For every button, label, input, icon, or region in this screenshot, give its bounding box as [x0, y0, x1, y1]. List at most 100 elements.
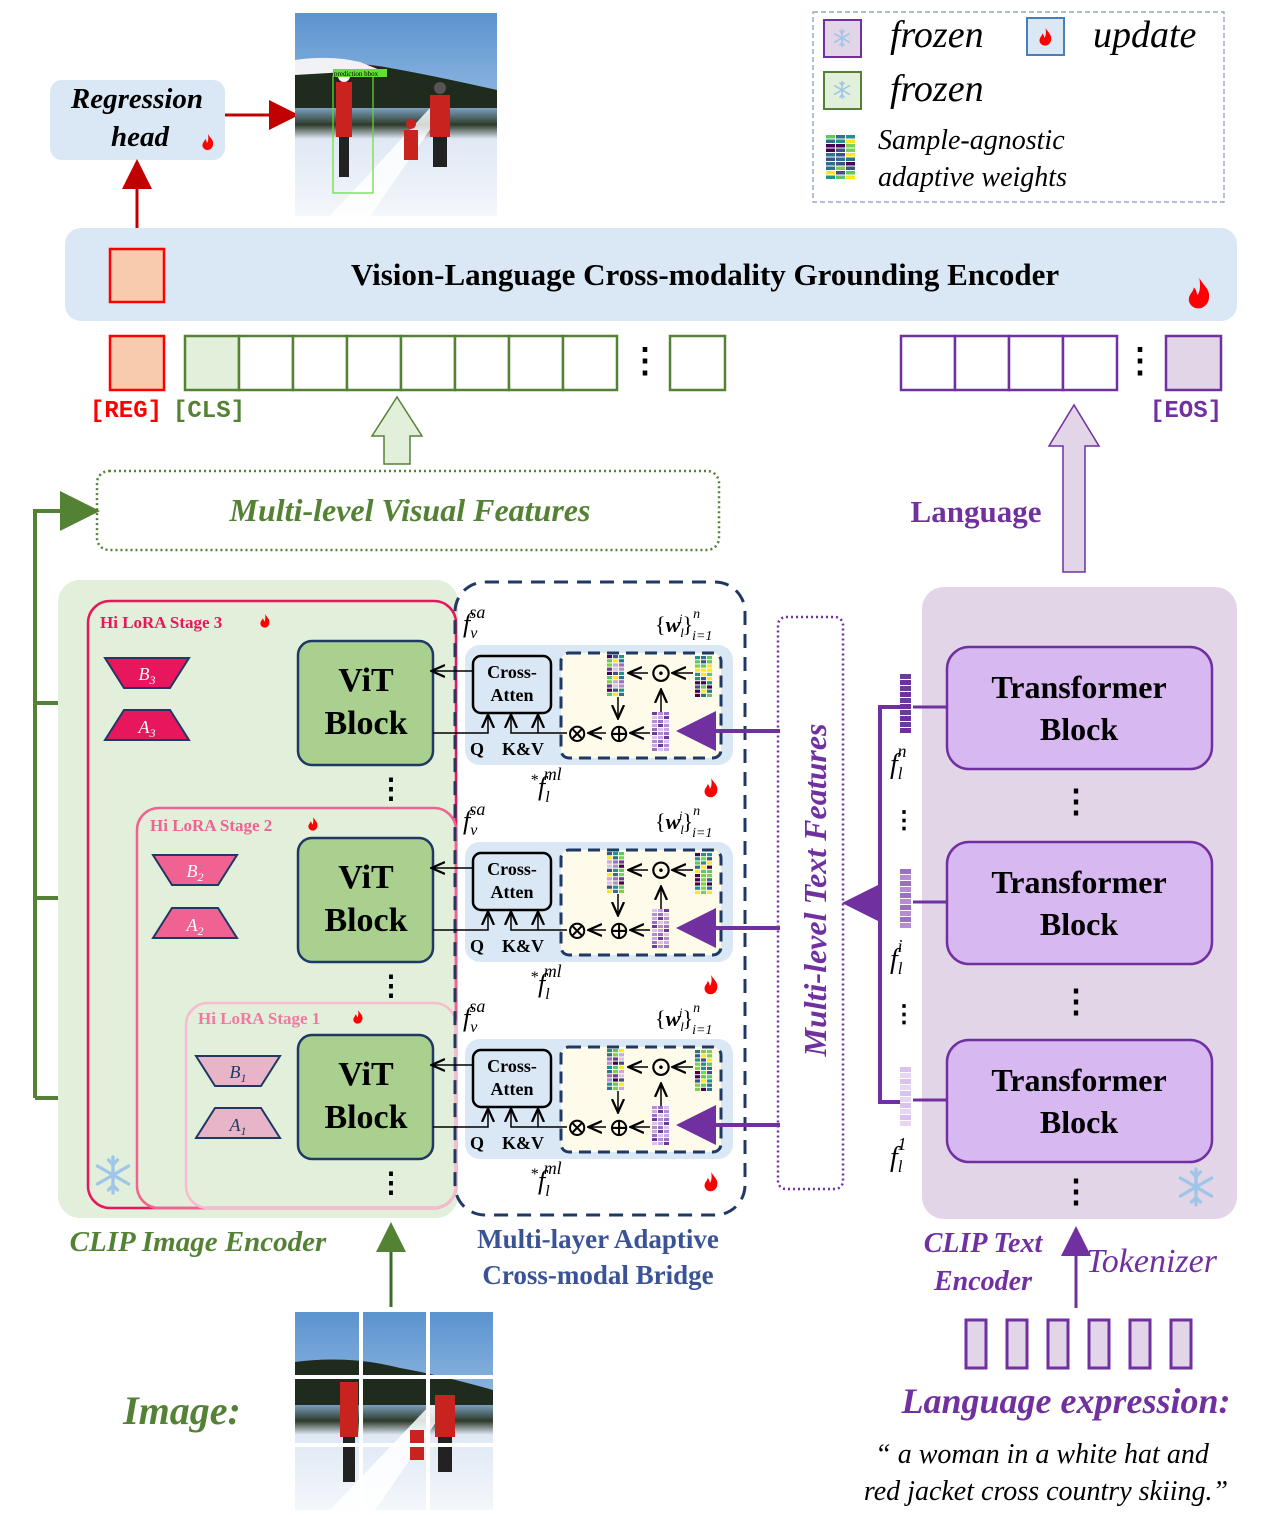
hadamard-op: ⊙	[649, 855, 672, 886]
weights-icon	[607, 655, 712, 751]
regression-head-line1: Regression	[70, 83, 203, 115]
hadamard-op: ⊙	[649, 658, 672, 689]
block-ellipsis: ⋮	[1060, 1173, 1092, 1209]
transformer-block	[945, 840, 1214, 966]
lora-b-matrix	[194, 1055, 282, 1087]
token-sequence: ⋮ [REG] [CLS] ⋮ [EOS]	[90, 334, 1223, 425]
grounding-encoder-title: Vision-Language Cross-modality Grounding…	[351, 257, 1059, 292]
image-input-label: Image:	[122, 1388, 241, 1433]
language-up-arrow	[1047, 403, 1101, 573]
word-token	[1128, 1318, 1152, 1370]
stage-title: Hi LoRA Stage 1	[198, 1009, 320, 1028]
q-label: Q	[470, 1133, 484, 1153]
language-expression-label: Language expression:	[900, 1381, 1230, 1421]
word-token	[964, 1318, 988, 1370]
visual-token	[399, 334, 457, 392]
f-l-ml-label: *flml	[530, 764, 562, 806]
transformer-block-line1: Transformer	[991, 1062, 1166, 1098]
reg-token	[108, 334, 166, 392]
kv-label: K&V	[502, 936, 544, 956]
regression-head-line2: head	[111, 121, 170, 153]
vit-block	[296, 639, 435, 767]
word-token	[1046, 1318, 1070, 1370]
word-token	[1005, 1318, 1029, 1370]
cross-atten-line2: Atten	[491, 1079, 534, 1099]
lora-b-matrix	[151, 854, 239, 886]
visual-up-arrow	[370, 395, 424, 465]
cross-atten-line1: Cross-	[487, 1056, 537, 1076]
f-v-sa-label: fvsa	[463, 996, 485, 1036]
legend-frozen-text: frozen	[890, 14, 984, 56]
q-label: Q	[470, 936, 484, 956]
cls-token-label: [CLS]	[173, 398, 245, 425]
vit-block-line1: ViT	[338, 1056, 394, 1093]
add-op: ⊕	[608, 916, 630, 945]
text-token-ellipsis: ⋮	[1123, 343, 1157, 380]
text-token	[1007, 334, 1065, 392]
transformer-block	[945, 1038, 1214, 1164]
reg-token-label: [REG]	[90, 398, 162, 425]
regression-head: Regression head	[50, 80, 225, 160]
flame-icon	[704, 1172, 718, 1192]
hadamard-op: ⊙	[649, 1052, 672, 1083]
cross-atten-line2: Atten	[491, 882, 534, 902]
bridge-label-line2: Cross-modal Bridge	[482, 1260, 713, 1290]
expression-line1: “ a woman in a white hat and	[875, 1439, 1210, 1470]
multiply-op: ⊗	[566, 1113, 588, 1142]
text-encoder-label-line2: Encoder	[933, 1266, 1033, 1297]
transformer-block-line1: Transformer	[991, 669, 1166, 705]
cross-atten-line1: Cross-	[487, 662, 537, 682]
weights-icon	[607, 1049, 712, 1145]
cls-token	[183, 334, 241, 392]
vit-ellipsis: ⋮	[377, 971, 405, 1002]
transformer-block	[945, 645, 1214, 771]
text-feature-vector	[900, 1067, 911, 1126]
input-image-patches	[295, 1312, 493, 1510]
lora-a-matrix	[151, 907, 239, 939]
vit-ellipsis: ⋮	[377, 774, 405, 805]
vit-block-line1: ViT	[338, 859, 394, 896]
text-feature-label: fli	[890, 936, 903, 978]
lora-a-matrix	[194, 1107, 282, 1139]
cross-atten-line1: Cross-	[487, 859, 537, 879]
transformer-block-line2: Block	[1040, 711, 1118, 747]
bridge-frame	[453, 580, 747, 1217]
eos-token	[1164, 334, 1223, 392]
vit-block-line1: ViT	[338, 662, 394, 699]
lora-b-matrix	[103, 657, 191, 689]
text-feature-label: fln	[890, 741, 907, 783]
f-v-sa-label: fvsa	[463, 602, 485, 642]
multiply-op: ⊗	[566, 916, 588, 945]
block-ellipsis: ⋮	[1060, 983, 1092, 1019]
feat-ellipsis: ⋮	[892, 1002, 916, 1028]
flame-icon	[704, 778, 718, 798]
visual-features-label: Multi-level Visual Features	[229, 492, 591, 528]
vit-block	[296, 1033, 435, 1161]
visual-token-last	[668, 334, 727, 392]
visual-token	[507, 334, 565, 392]
vit-block	[296, 836, 435, 964]
add-op: ⊕	[608, 1113, 630, 1142]
cross-atten-line2: Atten	[491, 685, 534, 705]
visual-token	[345, 334, 403, 392]
text-encoder-label-line1: CLIP Text	[924, 1228, 1044, 1259]
vit-block-line2: Block	[324, 902, 407, 939]
legend-update-text: update	[1093, 14, 1197, 56]
visual-token	[561, 334, 619, 392]
legend: frozen update frozen Sample-agnostic ada…	[812, 11, 1225, 203]
legend-weights-line2: adaptive weights	[878, 162, 1067, 193]
f-l-ml-label: *flml	[530, 961, 562, 1003]
text-feature-vector	[900, 869, 911, 928]
vit-block-line2: Block	[324, 705, 407, 742]
tokenizer-label: Tokenizer	[1086, 1243, 1218, 1280]
text-feature-label: fl1	[890, 1134, 907, 1176]
kv-label: K&V	[502, 739, 544, 759]
transformer-block-line2: Block	[1040, 1104, 1118, 1140]
